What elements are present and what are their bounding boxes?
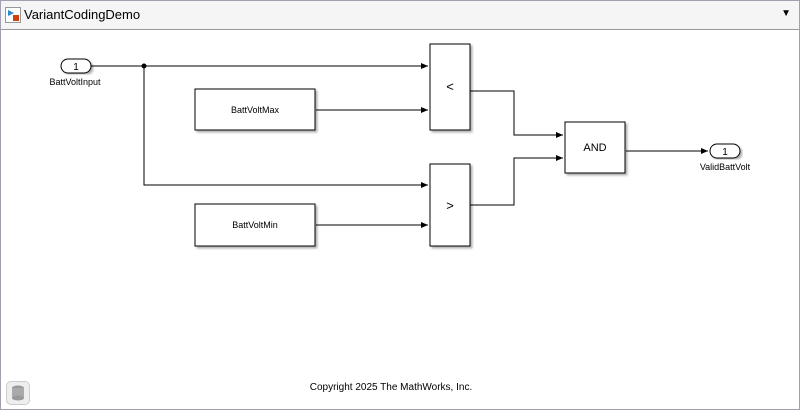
svg-text:AND: AND: [583, 142, 606, 154]
outport-block[interactable]: 1 ValidBattVolt: [700, 143, 751, 172]
svg-text:BattVoltMax: BattVoltMax: [231, 105, 280, 115]
svg-text:1: 1: [73, 62, 79, 73]
constant-batt-volt-max[interactable]: BattVoltMax: [194, 88, 316, 131]
svg-text:>: >: [446, 198, 454, 213]
chevron-down-icon[interactable]: ▼: [781, 8, 791, 19]
greater-than-block[interactable]: >: [429, 163, 471, 247]
signal-line: [143, 66, 428, 188]
svg-text:ValidBattVolt: ValidBattVolt: [700, 162, 751, 172]
and-block[interactable]: AND: [564, 121, 626, 174]
less-than-block[interactable]: <: [429, 43, 471, 131]
svg-text:BattVoltInput: BattVoltInput: [49, 77, 101, 87]
signal-line: [470, 90, 563, 138]
model-title: VariantCodingDemo: [24, 7, 141, 22]
title-bar: VariantCodingDemo ▼: [1, 1, 799, 30]
constant-batt-volt-min[interactable]: BattVoltMin: [194, 203, 316, 247]
signal-line: [470, 155, 563, 206]
svg-text:BattVoltMin: BattVoltMin: [232, 220, 278, 230]
database-icon: [12, 385, 24, 401]
svg-text:1: 1: [722, 147, 728, 158]
copyright-text: Copyright 2025 The MathWorks, Inc.: [309, 382, 473, 393]
svg-text:<: <: [446, 79, 454, 94]
branch-point: [141, 63, 147, 69]
inport-block[interactable]: 1 BattVoltInput: [49, 58, 101, 87]
model-icon: [5, 7, 21, 23]
model-data-button[interactable]: [6, 381, 30, 405]
